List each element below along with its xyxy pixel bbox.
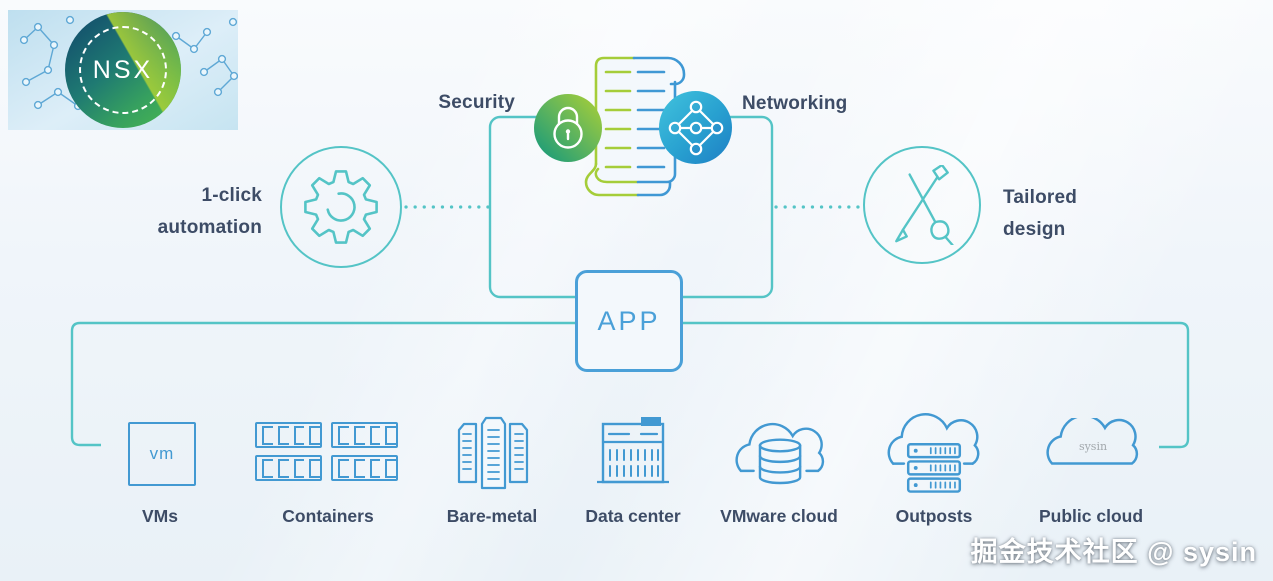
page-watermark: 掘金技术社区 @ sysin: [970, 537, 1257, 567]
design-tools-icon: [895, 165, 954, 245]
platform-label-bare-metal: Bare-metal: [446, 506, 538, 526]
cloud-watermark-text: sysin: [1078, 440, 1108, 453]
tailored-circle: [863, 146, 981, 264]
container-cell: [255, 455, 322, 481]
server-towers-icon: [457, 416, 529, 490]
automation-label: 1-click automation: [118, 180, 262, 244]
nsx-logo-sphere: NSX: [65, 12, 181, 128]
automation-circle: [280, 146, 402, 268]
automation-label-line1: 1-click: [201, 185, 262, 206]
tailored-label: Tailored design: [1003, 182, 1123, 246]
platform-label-vmware-cloud: VMware cloud: [720, 506, 838, 526]
platform-label-containers: Containers: [282, 506, 374, 526]
networking-badge: [659, 91, 732, 164]
automation-label-line2: automation: [157, 217, 262, 238]
app-box: APP: [575, 270, 683, 372]
network-nodes-icon: [668, 100, 723, 155]
connector-app-to-platforms-left: [70, 321, 575, 447]
tailored-label-line1: Tailored: [1003, 187, 1078, 208]
cloud-database-icon: [735, 422, 825, 485]
container-cell: [255, 422, 322, 448]
vm-box-text: vm: [149, 444, 175, 463]
nsx-logo-dashed-ring: [79, 26, 167, 114]
datacenter-building-icon: [597, 417, 669, 484]
platform-label-data-center: Data center: [585, 506, 681, 526]
platform-label-public-cloud: Public cloud: [1038, 506, 1144, 526]
cloud-icon: [1046, 418, 1139, 465]
nsx-logo-text: NSX: [92, 55, 154, 84]
tailored-label-line2: design: [1003, 219, 1066, 240]
networking-label: Networking: [742, 93, 848, 114]
containers-icon: [255, 422, 399, 482]
security-label: Security: [438, 92, 515, 113]
nsx-logo-banner: NSX: [8, 10, 238, 130]
container-cell: [331, 422, 398, 448]
security-badge: [534, 94, 602, 162]
lock-icon: [553, 106, 583, 149]
policy-scroll-icon: [572, 48, 704, 211]
cloud-servers-icon: [887, 413, 980, 493]
connector-app-to-platforms-right: [683, 321, 1190, 449]
container-cell: [331, 455, 398, 481]
vm-box-icon: vm: [128, 422, 196, 486]
gear-icon: [304, 170, 378, 244]
app-label: APP: [597, 305, 661, 336]
platform-label-vms: VMs: [142, 506, 178, 526]
platform-label-outposts: Outposts: [895, 506, 973, 526]
